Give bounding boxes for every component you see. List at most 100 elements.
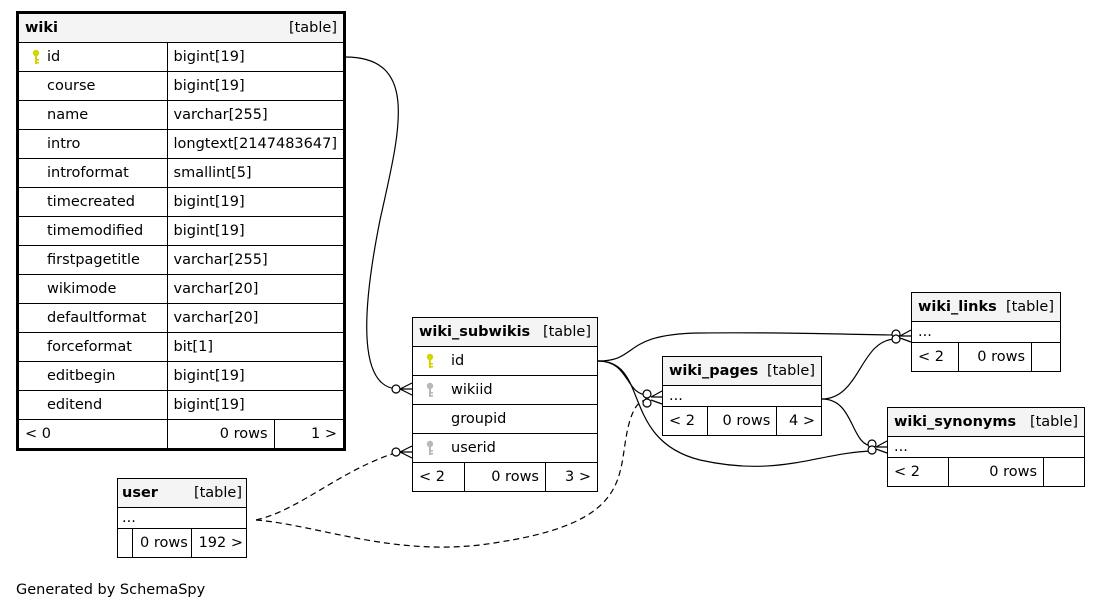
table-type-tag: [table] <box>193 485 242 501</box>
children-count[interactable] <box>1031 342 1061 372</box>
column-row-userid[interactable]: userid <box>412 433 598 463</box>
foreign-key-icon <box>419 440 441 456</box>
column-name-cell: timecreated <box>17 187 168 217</box>
table-user[interactable]: user[table] ... 0 rows 192 > <box>117 478 248 558</box>
column-name-cell: editend <box>17 390 168 420</box>
column-name: userid <box>451 440 496 456</box>
table-type-tag: [table] <box>1029 414 1078 430</box>
column-name-cell: timemodified <box>17 216 168 246</box>
column-type: bigint[19] <box>166 71 346 101</box>
column-name-cell: course <box>17 71 168 101</box>
parents-count[interactable] <box>117 528 133 558</box>
table-title: user <box>122 485 158 501</box>
column-type: bigint[19] <box>166 42 346 72</box>
column-type: varchar[20] <box>166 274 346 304</box>
column-name: editend <box>47 397 103 413</box>
column-name-cell: forceformat <box>17 332 168 362</box>
column-row-wikimode[interactable]: wikimode varchar[20] <box>17 274 346 304</box>
foreign-key-icon <box>419 382 441 398</box>
edge-subwikis-links <box>597 332 896 362</box>
column-name-cell: editbegin <box>17 361 168 391</box>
table-footer: < 2 0 rows <box>911 342 1061 372</box>
row-count: 0 rows <box>166 419 275 450</box>
table-wiki-synonyms[interactable]: wiki_synonyms[table] ... < 2 0 rows <box>887 407 1085 487</box>
table-type-tag: [table] <box>288 20 337 36</box>
edge-wiki-subwikis <box>344 56 399 390</box>
table-type-tag: [table] <box>766 363 815 379</box>
parents-count[interactable]: < 2 <box>887 457 949 487</box>
column-name: timemodified <box>47 223 144 239</box>
children-count[interactable]: 4 > <box>776 406 822 436</box>
table-footer: 0 rows 192 > <box>117 528 248 558</box>
edge-subwikis-synonyms <box>597 360 874 467</box>
parents-count[interactable]: < 0 <box>17 419 168 450</box>
column-row-groupid[interactable]: groupid <box>412 404 598 434</box>
children-count[interactable]: 1 > <box>273 419 346 450</box>
column-row-timemodified[interactable]: timemodified bigint[19] <box>17 216 346 246</box>
generated-by-footer: Generated by SchemaSpy <box>16 582 206 598</box>
parents-count[interactable]: < 2 <box>911 342 959 372</box>
column-name-cell: wikiid <box>412 375 598 405</box>
column-name: wikimode <box>47 281 117 297</box>
table-wiki-pages[interactable]: wiki_pages[table] ... < 2 0 rows 4 > <box>662 356 822 436</box>
table-type-tag: [table] <box>1005 299 1054 315</box>
column-name: id <box>451 353 465 369</box>
primary-key-icon <box>419 353 441 369</box>
column-type: bigint[19] <box>166 216 346 246</box>
column-name-cell: firstpagetitle <box>17 245 168 275</box>
table-title: wiki <box>25 20 58 36</box>
column-row-timecreated[interactable]: timecreated bigint[19] <box>17 187 346 217</box>
children-count[interactable] <box>1043 457 1085 487</box>
primary-key-icon <box>25 49 47 65</box>
column-name-cell: defaultformat <box>17 303 168 333</box>
column-row-course[interactable]: course bigint[19] <box>17 71 346 101</box>
table-wiki-links[interactable]: wiki_links [table] ... < 2 0 rows <box>911 292 1061 372</box>
column-name: name <box>47 107 89 123</box>
column-type: bigint[19] <box>166 361 346 391</box>
column-row-wikiid[interactable]: wikiid <box>412 375 598 405</box>
table-type-tag: [table] <box>542 324 591 340</box>
table-title: wiki_links <box>918 299 997 315</box>
column-name: course <box>47 78 96 94</box>
column-name: timecreated <box>47 194 135 210</box>
column-name: firstpagetitle <box>47 252 140 268</box>
column-name: wikiid <box>451 382 493 398</box>
table-footer: < 2 0 rows 3 > <box>412 462 599 492</box>
column-name-cell: introformat <box>17 158 168 188</box>
column-row-id[interactable]: id <box>412 346 598 376</box>
column-type: bigint[19] <box>166 187 346 217</box>
column-name-cell: id <box>412 346 598 376</box>
children-count[interactable]: 3 > <box>544 462 599 492</box>
edge-pages-synonyms <box>821 398 874 447</box>
column-name-cell: wikimode <box>17 274 168 304</box>
row-count: 0 rows <box>957 342 1033 372</box>
column-ellipsis: ... <box>887 436 1085 458</box>
column-ellipsis: ... <box>662 385 822 407</box>
column-name-cell: intro <box>17 129 168 159</box>
column-type: longtext[2147483647] <box>166 129 346 159</box>
column-ellipsis: ... <box>911 321 1061 343</box>
row-count: 0 rows <box>706 406 778 436</box>
column-type: smallint[5] <box>166 158 346 188</box>
column-type: bit[1] <box>166 332 346 362</box>
parents-count[interactable]: < 2 <box>662 406 708 436</box>
column-name-cell: name <box>17 100 168 130</box>
children-count[interactable]: 192 > <box>190 528 248 558</box>
column-name: introformat <box>47 165 129 181</box>
table-footer: < 0 0 rows 1 > <box>17 419 346 450</box>
column-name-cell: groupid <box>412 404 598 434</box>
parents-count[interactable]: < 2 <box>412 462 465 492</box>
column-row-introformat[interactable]: introformat smallint[5] <box>17 158 346 188</box>
row-count: 0 rows <box>947 457 1045 487</box>
